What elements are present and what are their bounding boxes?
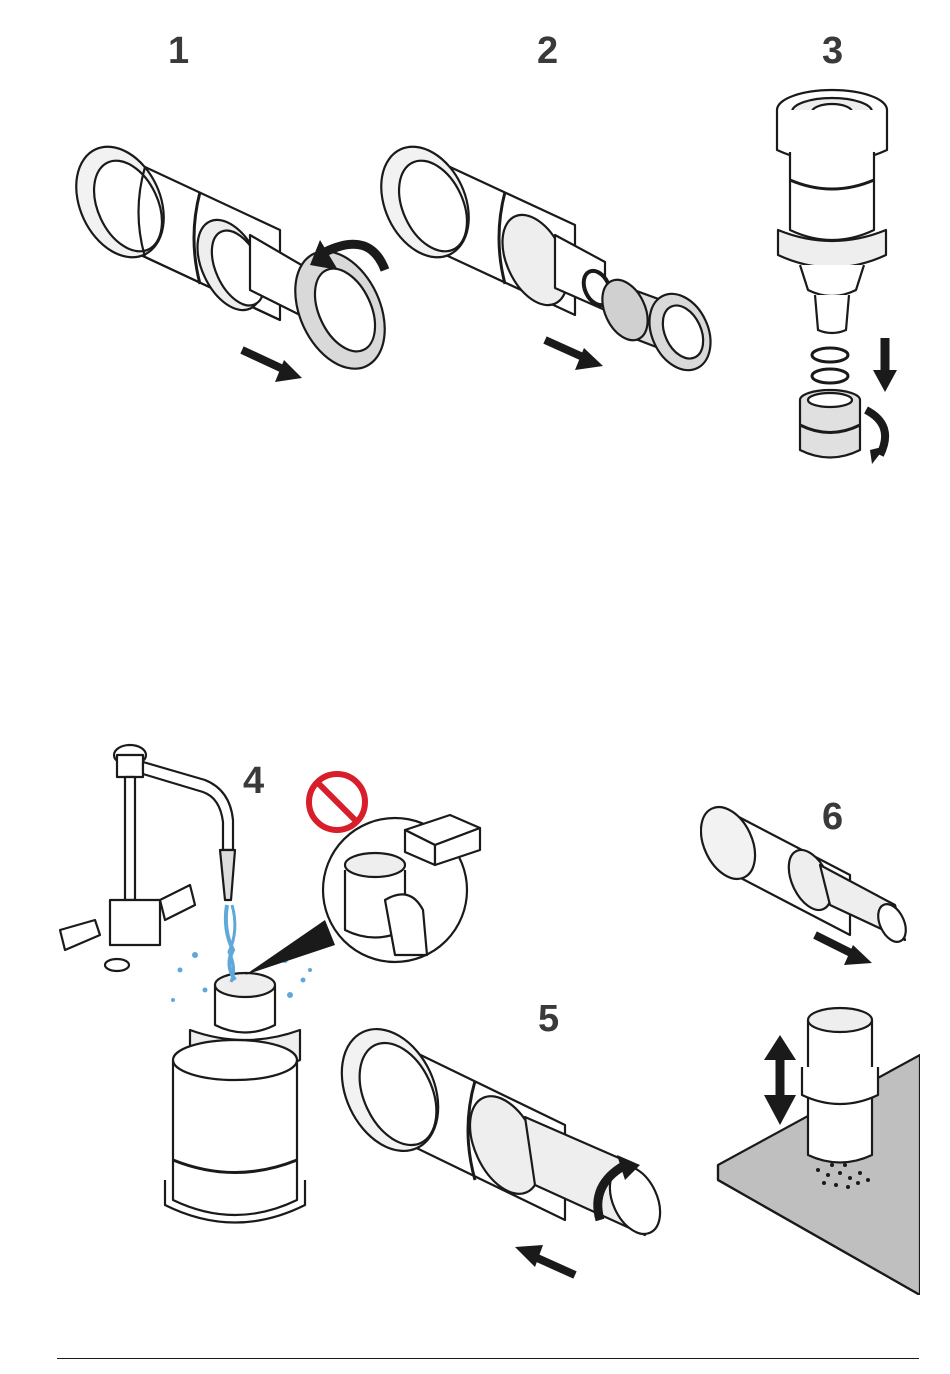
step-1-illustration [70,120,410,400]
sensor-tap-cap-drawing [700,795,920,1295]
step-number-3: 3 [822,32,843,70]
step-number-1: 1 [168,32,189,70]
footer-rule [57,1358,919,1359]
sensor-remove-cap-drawing [375,120,725,380]
sensor-install-cap-drawing [335,1005,695,1295]
step-2-illustration [375,120,725,380]
step-number-2: 2 [537,32,558,70]
step-3-illustration [770,80,910,470]
sensor-unscrew-cap-drawing [70,120,410,400]
step-6-illustration [700,795,920,1295]
step-5-illustration [335,1005,695,1295]
sensor-orings-drawing [770,80,910,470]
